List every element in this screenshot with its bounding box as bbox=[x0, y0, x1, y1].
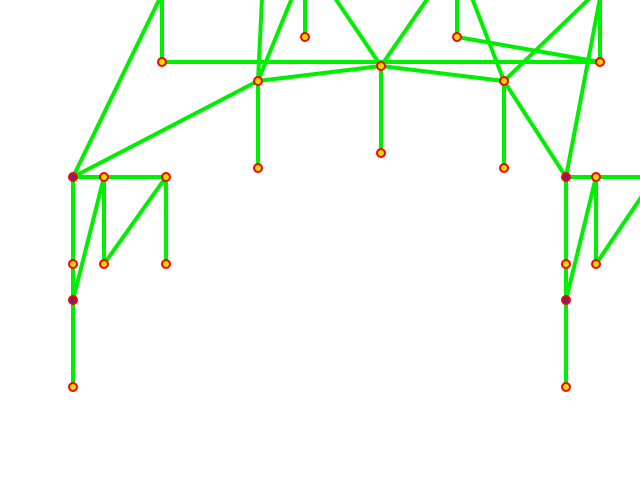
edge-n4-offscreen-top bbox=[256, 0, 264, 82]
edge-n23-offscreen-right bbox=[594, 195, 640, 266]
node-n5 bbox=[376, 61, 386, 71]
node-n3 bbox=[595, 57, 605, 67]
edge-n6-offscreen-top bbox=[470, 0, 506, 82]
node-n23 bbox=[591, 259, 601, 269]
joint-node-n18 bbox=[561, 172, 571, 182]
node-n21 bbox=[68, 382, 78, 392]
node-n2 bbox=[300, 32, 310, 42]
edge-n4-offscreen-top bbox=[256, 0, 294, 82]
node-n8 bbox=[253, 163, 263, 173]
edge-n14-n16 bbox=[102, 175, 168, 266]
edge-n4-n5 bbox=[257, 64, 382, 83]
node-n10 bbox=[499, 163, 509, 173]
node-n17 bbox=[161, 259, 171, 269]
node-n6 bbox=[499, 76, 509, 86]
edge-n18-offscreen-top bbox=[564, 0, 602, 178]
node-n22 bbox=[561, 259, 571, 269]
edge-n6-offscreen-top bbox=[502, 0, 591, 83]
edge-n13-n20 bbox=[71, 176, 106, 301]
node-n25 bbox=[561, 382, 571, 392]
edge-n6-n18 bbox=[502, 79, 568, 179]
node-n4 bbox=[253, 76, 263, 86]
edge-n5-offscreen-top bbox=[333, 0, 383, 68]
node-n1 bbox=[157, 57, 167, 67]
node-n11 bbox=[452, 32, 462, 42]
node-n15 bbox=[68, 259, 78, 269]
edges-layer bbox=[71, 0, 640, 387]
edge-n5-offscreen-top bbox=[379, 0, 430, 68]
node-n16 bbox=[99, 259, 109, 269]
edge-n19-n24 bbox=[564, 176, 598, 301]
edge-n5-n6 bbox=[380, 64, 505, 83]
joint-node-n12 bbox=[68, 172, 78, 182]
node-n13 bbox=[99, 172, 109, 182]
edge-n11-n3 bbox=[456, 35, 601, 64]
edge-n4-n12 bbox=[72, 79, 259, 179]
node-n9 bbox=[376, 148, 386, 158]
edge-n12-offscreen-top bbox=[71, 0, 162, 178]
nodes-layer bbox=[68, 32, 605, 392]
joint-node-n20 bbox=[68, 295, 78, 305]
joint-node-n24 bbox=[561, 295, 571, 305]
node-n14 bbox=[161, 172, 171, 182]
node-n19 bbox=[591, 172, 601, 182]
